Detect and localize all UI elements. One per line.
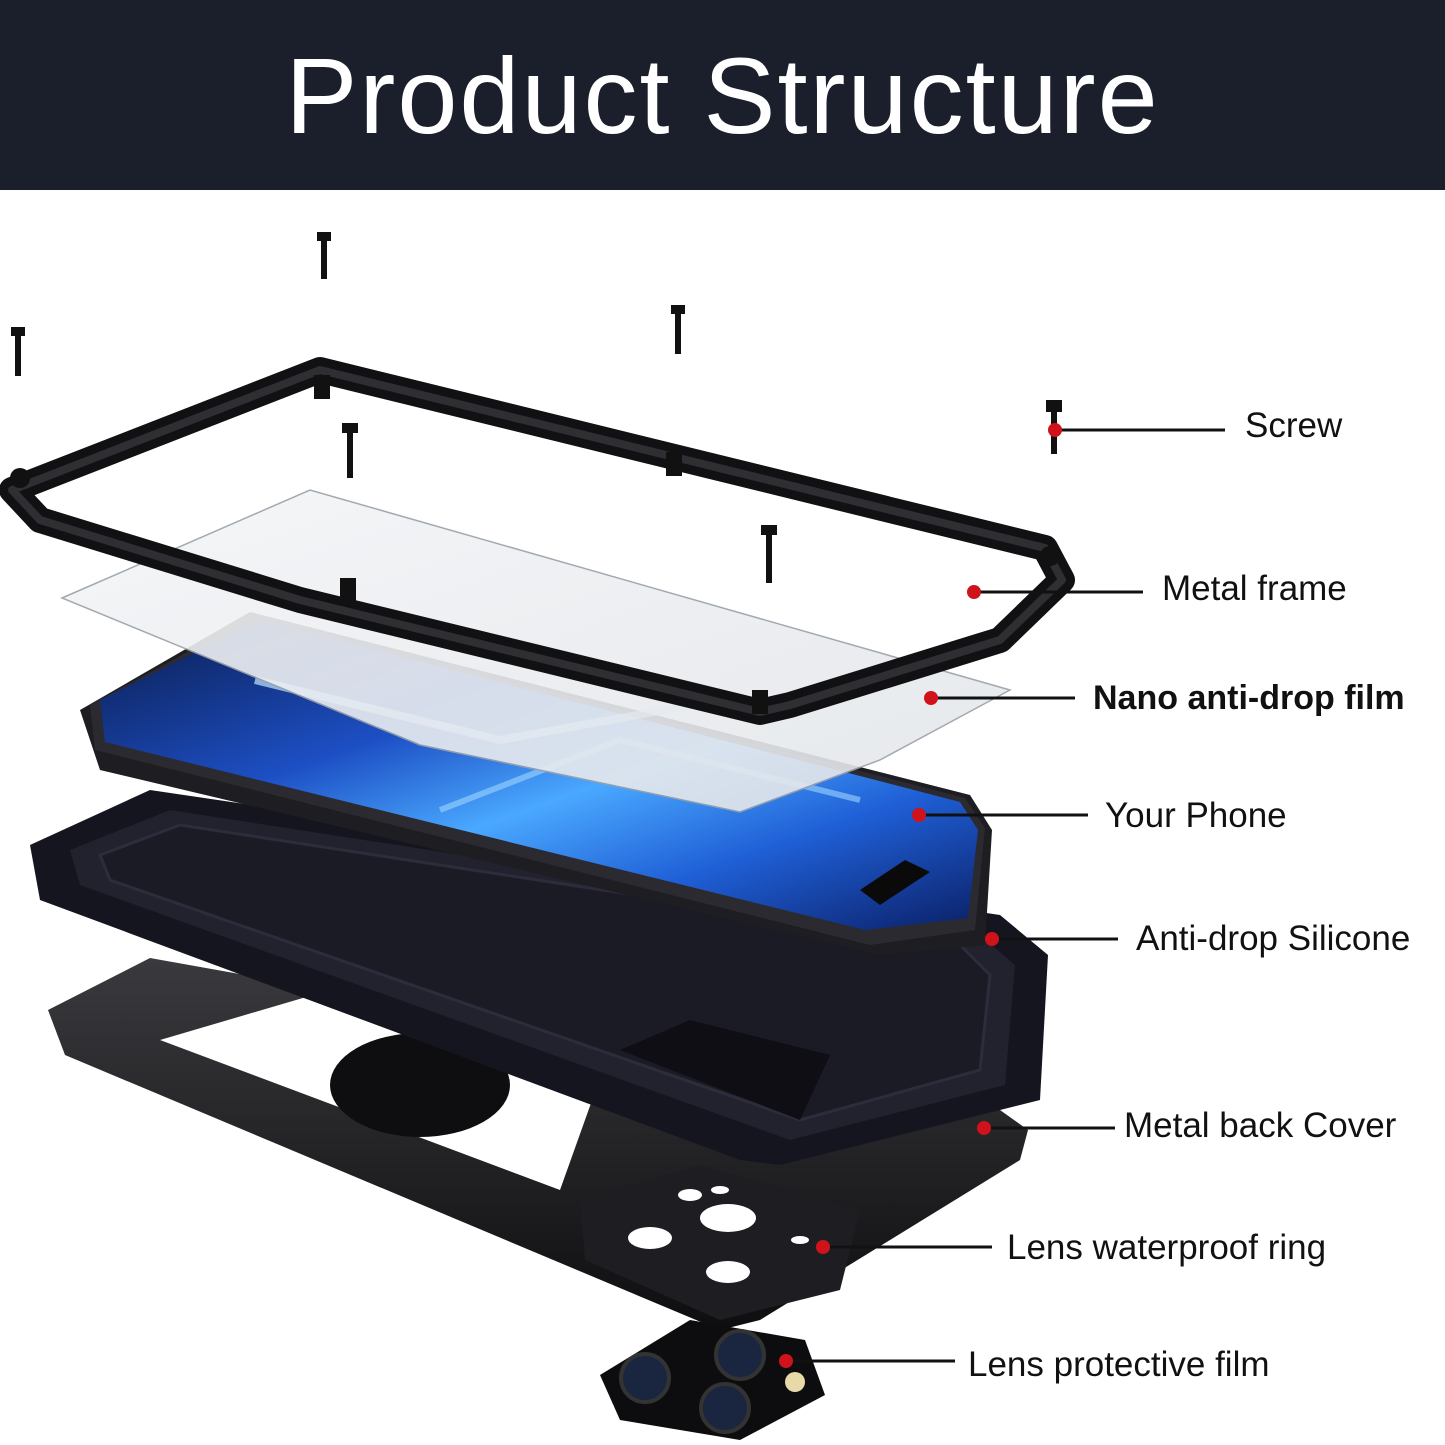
phone-marker — [912, 808, 926, 822]
lens-film-marker — [779, 1354, 793, 1368]
exploded-diagram: Screw Metal frame Nano anti-drop film Yo… — [0, 190, 1445, 1445]
lens-protective-film-part — [600, 1320, 825, 1440]
metal-frame-part — [0, 357, 1075, 725]
nano-film-marker — [924, 691, 938, 705]
screw-marker — [1048, 423, 1062, 437]
header-banner: Product Structure — [0, 0, 1445, 190]
label-screw: Screw — [1245, 406, 1343, 445]
leader-lines — [779, 423, 1225, 1368]
label-lens-protective-film: Lens protective film — [968, 1345, 1270, 1384]
page-title: Product Structure — [285, 34, 1160, 156]
label-metal-frame: Metal frame — [1162, 569, 1347, 608]
label-your-phone: Your Phone — [1105, 796, 1287, 835]
back-cover-marker — [977, 1121, 991, 1135]
label-metal-back-cover: Metal back Cover — [1124, 1106, 1397, 1145]
exploded-view-illustration — [0, 232, 1225, 1440]
label-nano-anti-drop-film: Nano anti-drop film — [1093, 679, 1405, 717]
metal-frame-marker — [967, 585, 981, 599]
screws-group — [11, 232, 1062, 583]
label-lens-waterproof-ring: Lens waterproof ring — [1007, 1228, 1327, 1267]
metal-back-cover-part — [48, 958, 1028, 1330]
silicone-marker — [985, 932, 999, 946]
lens-ring-marker — [816, 1240, 830, 1254]
anti-drop-silicone-part — [30, 790, 1048, 1165]
label-anti-drop-silicone: Anti-drop Silicone — [1136, 919, 1411, 958]
